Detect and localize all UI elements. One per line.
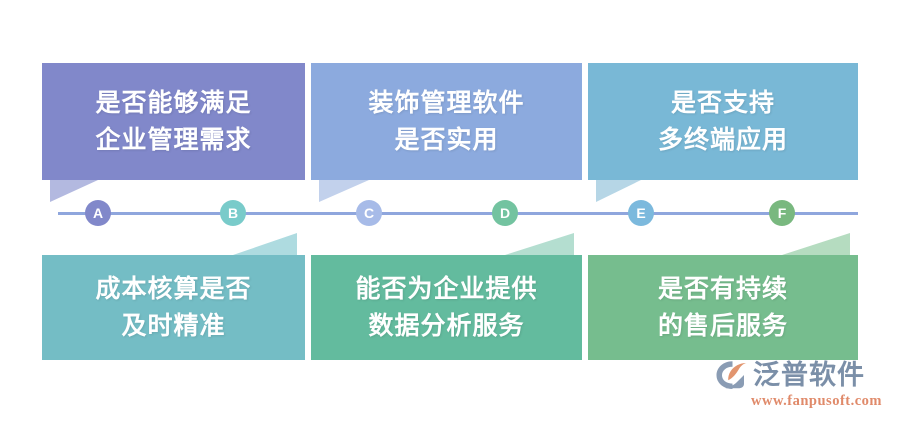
question-box-c-tail — [319, 180, 369, 202]
question-box-a-line1: 是否能够满足 — [95, 89, 252, 118]
timeline-node-a[interactable]: A — [85, 200, 111, 226]
timeline-node-f-label: F — [777, 205, 787, 221]
timeline-node-f[interactable]: F — [769, 200, 795, 226]
question-box-b[interactable]: 成本核算是否 及时精准 — [42, 255, 305, 360]
question-box-a[interactable]: 是否能够满足 企业管理需求 — [42, 63, 305, 180]
timeline-node-c[interactable]: C — [356, 200, 382, 226]
timeline-node-e[interactable]: E — [628, 200, 654, 226]
timeline-node-b-label: B — [227, 205, 239, 221]
question-box-f-tail — [782, 233, 850, 255]
question-box-f-line1: 是否有持续 — [657, 275, 788, 304]
question-box-a-line2: 企业管理需求 — [95, 125, 252, 154]
timeline-node-e-label: E — [636, 205, 646, 221]
timeline-node-a-label: A — [92, 205, 104, 221]
question-box-e-line2: 多终端应用 — [657, 125, 788, 154]
brand-logo-row: 泛普软件 — [715, 360, 865, 390]
timeline-node-c-label: C — [363, 205, 375, 221]
timeline-axis — [58, 212, 858, 215]
timeline-node-d[interactable]: D — [492, 200, 518, 226]
question-box-e-tail — [596, 180, 641, 202]
question-box-b-tail — [233, 233, 297, 255]
question-box-d[interactable]: 能否为企业提供 数据分析服务 — [311, 255, 582, 360]
question-box-c[interactable]: 装饰管理软件 是否实用 — [311, 63, 582, 180]
question-box-a-tail — [50, 180, 98, 202]
fanpu-swoosh-icon — [716, 361, 747, 389]
question-box-f-line2: 的售后服务 — [657, 311, 788, 340]
timeline-node-b[interactable]: B — [220, 200, 246, 226]
question-box-c-line2: 是否实用 — [394, 125, 499, 154]
brand-logo[interactable]: 泛普软件 www.fanpusoft.com — [715, 360, 882, 410]
question-box-e[interactable]: 是否支持 多终端应用 — [588, 63, 858, 180]
question-box-d-line2: 数据分析服务 — [368, 311, 525, 340]
brand-url: www.fanpusoft.com — [751, 393, 882, 409]
question-box-d-tail — [505, 233, 574, 255]
question-box-e-line1: 是否支持 — [670, 89, 775, 118]
question-box-d-line1: 能否为企业提供 — [355, 275, 538, 304]
question-box-b-line1: 成本核算是否 — [95, 275, 252, 304]
question-box-f[interactable]: 是否有持续 的售后服务 — [588, 255, 858, 360]
question-box-b-line2: 及时精准 — [121, 311, 226, 340]
timeline-node-d-label: D — [499, 205, 511, 221]
question-box-c-line1: 装饰管理软件 — [368, 89, 525, 118]
brand-name: 泛普软件 — [753, 359, 866, 390]
